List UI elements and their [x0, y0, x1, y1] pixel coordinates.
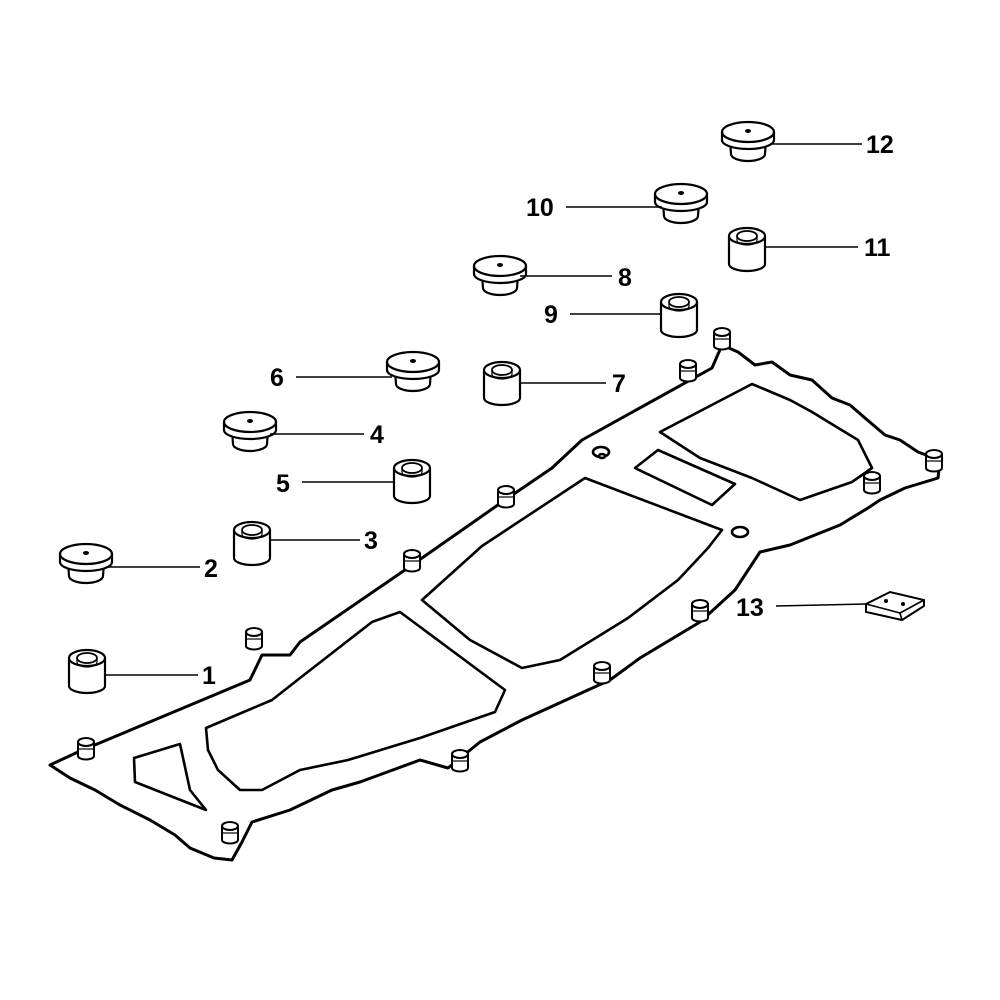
callout-11: 11: [864, 234, 891, 262]
callout-labels: 1 2 3 4 5 6 7 8 9 10 11 12 13: [202, 131, 894, 690]
part-3-bushing: [232, 520, 272, 567]
part-7-bushing: [482, 360, 522, 407]
frame-stud: [679, 359, 697, 383]
chassis-frame: [48, 327, 943, 862]
callout-12: 12: [866, 131, 894, 159]
callout-9: 9: [544, 301, 558, 329]
frame-cutout-front-center: [204, 610, 507, 792]
part-1-bushing: [67, 648, 107, 695]
frame-hole-2: [730, 525, 750, 539]
frame-stud: [451, 749, 469, 773]
callout-7: 7: [612, 370, 626, 398]
part-4-bushing: [222, 410, 278, 453]
frame-stud: [713, 327, 731, 351]
callout-6: 6: [270, 364, 284, 392]
frame-stud: [593, 661, 611, 685]
frame-stud: [925, 449, 943, 473]
part-10-bushing: [653, 182, 709, 225]
frame-cutout-front: [132, 742, 208, 812]
callout-4: 4: [370, 421, 384, 449]
frame-stud: [403, 549, 421, 573]
frame-stud: [245, 627, 263, 651]
part-13-plate: [865, 590, 925, 622]
callout-10: 10: [526, 194, 554, 222]
callout-2: 2: [204, 555, 218, 583]
part-2-bushing: [58, 542, 114, 585]
callout-8: 8: [618, 264, 632, 292]
frame-stud: [77, 737, 95, 761]
part-6-bushing: [385, 350, 441, 393]
part-12-bushing: [720, 120, 776, 163]
frame-cutout-middle: [420, 476, 724, 670]
callout-13: 13: [736, 594, 764, 622]
callout-1: 1: [202, 662, 216, 690]
frame-cutout-rear: [658, 382, 874, 502]
part-8-bushing: [472, 254, 528, 297]
frame-stud: [497, 485, 515, 509]
frame-stud: [221, 821, 239, 845]
leader-lines: [104, 143, 867, 676]
frame-stud: [691, 599, 709, 623]
callout-3: 3: [364, 527, 378, 555]
frame-stud: [863, 471, 881, 495]
part-11-bushing: [727, 226, 767, 273]
frame-hole-3: [597, 452, 607, 460]
part-9-bushing: [659, 292, 699, 339]
frame-cutout-mid-rear-slot: [633, 448, 737, 507]
callout-5: 5: [276, 470, 290, 498]
part-5-bushing: [392, 458, 432, 505]
leader-13: [775, 603, 867, 607]
